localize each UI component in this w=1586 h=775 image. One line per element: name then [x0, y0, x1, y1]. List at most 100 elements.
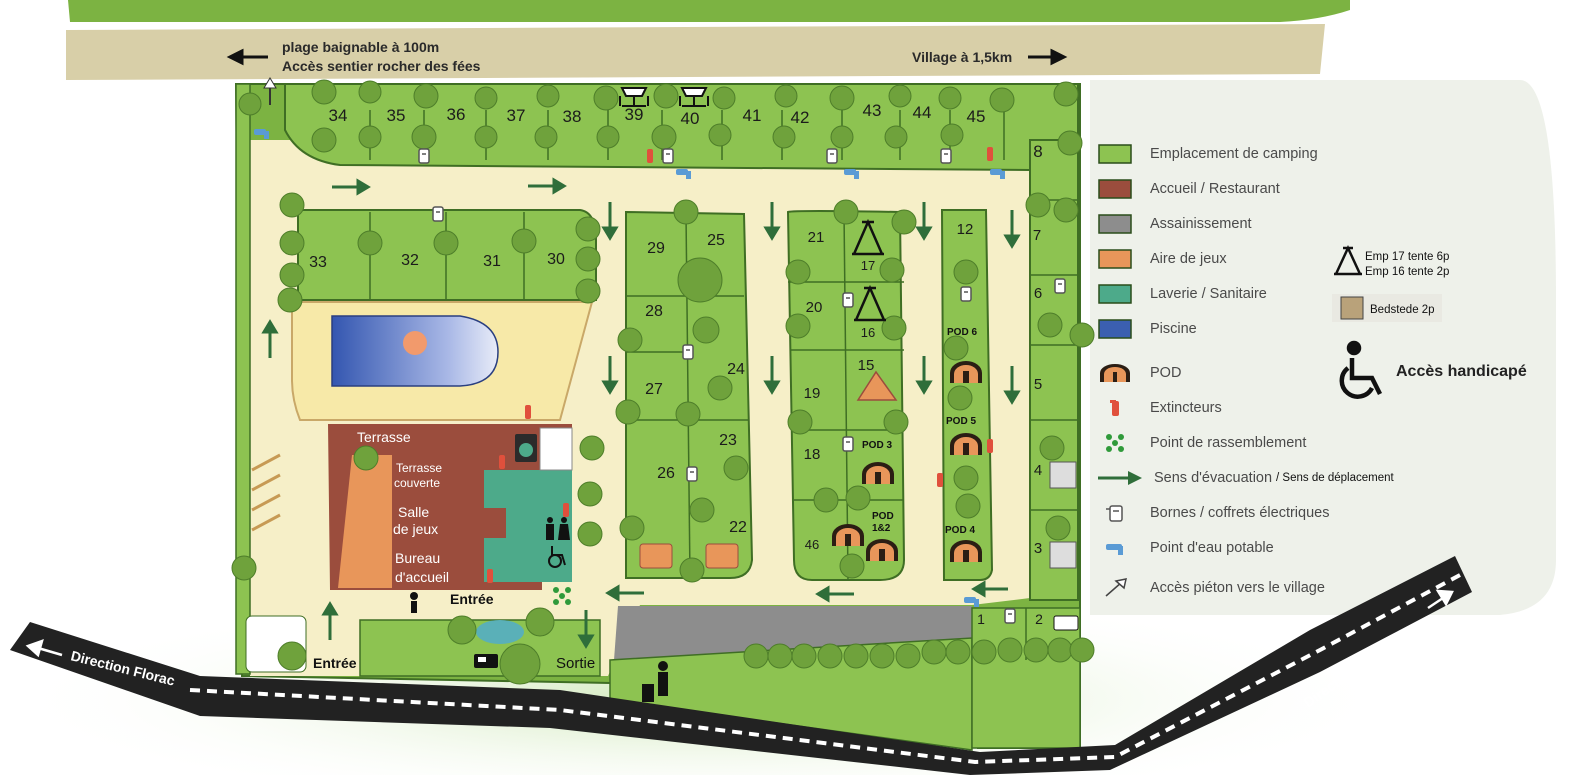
tree — [879, 257, 905, 283]
extinguisher-icon — [563, 503, 569, 517]
pitch-label-26: 26 — [657, 465, 675, 482]
left-border — [235, 83, 251, 675]
legend-swatch-box-icon — [1098, 249, 1132, 269]
extinguishers — [487, 147, 993, 583]
top-grass — [68, 0, 1350, 22]
wc-icon — [546, 517, 570, 540]
tree — [1053, 197, 1079, 223]
tree — [677, 257, 723, 303]
fountain — [476, 620, 524, 644]
pitch-label-3: 3 — [1034, 540, 1042, 557]
electric-borne-icon — [418, 148, 430, 164]
tree — [311, 127, 337, 153]
extinguisher-icon — [525, 405, 531, 419]
tree — [997, 637, 1023, 663]
tree — [843, 643, 869, 669]
pitch-label-34: 34 — [329, 106, 348, 125]
tree — [525, 607, 555, 637]
tree — [279, 192, 305, 218]
pitch-label-46: 46 — [805, 537, 819, 552]
pitch-label-27: 27 — [645, 381, 663, 398]
legend-swatch-plug-icon — [1098, 503, 1132, 523]
tree — [692, 316, 720, 344]
tree — [1047, 637, 1073, 663]
campervan-icons — [474, 615, 1079, 668]
legend-item: Accueil / Restaurant — [1098, 176, 1280, 202]
village-label: Village à 1,5km — [912, 49, 1012, 65]
pitch-label-35: 35 — [387, 106, 406, 125]
pod-icons — [832, 361, 982, 562]
tree — [1057, 130, 1083, 156]
tree — [772, 125, 796, 149]
tree — [945, 639, 971, 665]
playground-icons — [639, 543, 739, 569]
legend-label: Assainissement — [1150, 216, 1252, 232]
pitch-label-31: 31 — [483, 253, 501, 270]
electric-borne-icon — [432, 206, 444, 222]
legend-swatch-tap-icon — [1098, 538, 1132, 558]
pod12-label-1: POD — [872, 511, 894, 522]
sortie-label: Sortie — [556, 655, 595, 672]
tree — [277, 641, 307, 671]
extinguisher-icon — [937, 473, 943, 487]
pitch-label-30: 30 — [547, 251, 565, 268]
water-tap-icon — [990, 169, 1005, 179]
legend-swatch-ped-icon — [1098, 578, 1132, 598]
legend-swatch-pod-icon — [1098, 363, 1132, 383]
legend-bedstede-icon — [1340, 296, 1364, 320]
tree — [279, 262, 305, 288]
pitch-label-6: 6 — [1034, 285, 1042, 302]
tree — [447, 615, 477, 645]
pod4-label: POD 4 — [945, 525, 975, 536]
bureau-label-2: d'accueil — [395, 569, 449, 585]
pitch-label-7: 7 — [1033, 227, 1041, 244]
pitch-label-12: 12 — [957, 221, 974, 238]
pitch-label-8: 8 — [1033, 142, 1042, 161]
legend-label: Laverie / Sanitaire — [1150, 286, 1267, 302]
tree — [231, 555, 257, 581]
legend-swatch-box-icon — [1098, 284, 1132, 304]
tree — [474, 86, 498, 110]
tree — [891, 209, 917, 235]
laundry-room — [539, 427, 573, 471]
pitch-label-38: 38 — [563, 107, 582, 126]
pitch-label-23: 23 — [719, 432, 737, 449]
legend-swatch-arrow-icon — [1098, 468, 1142, 488]
legend-label: Point d'eau potable — [1150, 540, 1274, 556]
tree — [651, 124, 677, 150]
pitch-label-36: 36 — [447, 105, 466, 124]
tree — [311, 79, 337, 105]
extinguisher-icon — [499, 455, 505, 469]
legend-label: Piscine — [1150, 321, 1197, 337]
sanitation-area — [614, 606, 972, 660]
legend-label: Point de rassemblement — [1150, 435, 1307, 451]
bottom-road — [10, 556, 1472, 775]
laundry-icon — [515, 434, 537, 462]
legend-swatch-box-icon — [1098, 179, 1132, 199]
trees — [231, 79, 1095, 685]
tree — [575, 216, 601, 242]
pitch-label-39: 39 — [625, 105, 644, 124]
extinguisher-icon — [987, 439, 993, 453]
tree — [1039, 435, 1065, 461]
tree — [829, 85, 855, 111]
legend-item: Point d'eau potable — [1098, 535, 1274, 561]
tree — [723, 455, 749, 481]
tree — [1037, 312, 1063, 338]
tree — [839, 553, 865, 579]
legend-item: POD — [1098, 360, 1181, 386]
tree — [953, 259, 979, 285]
tree — [785, 259, 811, 285]
pool-float — [403, 331, 427, 355]
pitch-label-41: 41 — [743, 106, 762, 125]
assembly-point-icons — [553, 587, 571, 605]
terrasse-label: Terrasse — [357, 429, 411, 445]
tree — [617, 327, 643, 353]
tree — [277, 287, 303, 313]
bureau-label-1: Bureau — [395, 550, 440, 566]
tree — [707, 375, 733, 401]
tree — [813, 487, 839, 513]
pitch-label-15: 15 — [858, 357, 875, 374]
pitch-label-22: 22 — [729, 519, 747, 536]
